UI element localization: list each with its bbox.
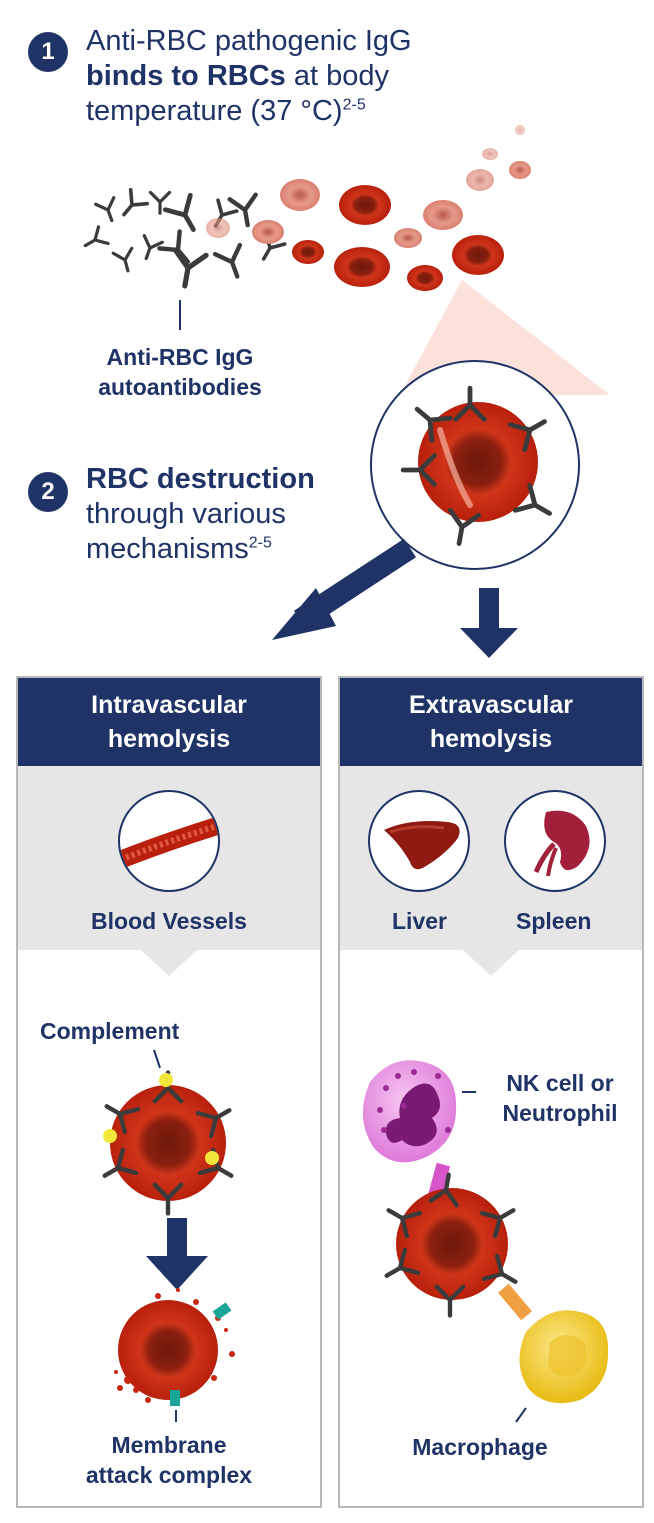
magnified-rbc-illustration xyxy=(272,280,610,658)
step-1-line3-text: temperature (37 °C) xyxy=(86,95,343,127)
down-arrow-icon xyxy=(272,538,518,658)
antibody-label-line2: autoantibodies xyxy=(98,374,262,400)
intravascular-header-line1: Intravascular xyxy=(91,691,247,719)
step-1-line3: temperature (37 °C)2-5 xyxy=(86,94,526,129)
step-1-citation: 2-5 xyxy=(342,96,366,114)
intravascular-header: Intravascular hemolysis xyxy=(18,678,320,766)
antibody-pointer-line xyxy=(179,300,181,330)
complement-label: Complement xyxy=(40,1018,180,1044)
step-1-text: Anti-RBC pathogenic IgG binds to RBCs at… xyxy=(86,24,526,129)
intravascular-panel: Intravascular hemolysis Blood Vessels Co… xyxy=(16,676,322,1508)
step-1-badge: 1 xyxy=(28,32,68,72)
macrophage-label: Macrophage xyxy=(412,1434,548,1460)
macrophage-icon xyxy=(498,1283,609,1404)
mac-label-line2: attack complex xyxy=(85,1462,253,1488)
intravascular-header-line2: hemolysis xyxy=(107,725,231,753)
extravascular-pointer xyxy=(463,950,519,976)
extravascular-header-line2: hemolysis xyxy=(429,725,553,753)
extravascular-cells-illustration xyxy=(362,1060,609,1423)
spleen-label: Spleen xyxy=(516,908,592,934)
step-2-text: RBC destruction through various mechanis… xyxy=(86,462,376,567)
step-2-line2: through various xyxy=(86,498,286,530)
step-2-line3-text: mechanisms xyxy=(86,533,249,565)
extravascular-panel: Extravascular hemolysis Liver Spleen NK … xyxy=(338,676,644,1508)
step-2-line1-bold: RBC destruction xyxy=(86,463,315,495)
liver-circle xyxy=(368,790,470,892)
step-1-line2-rest: at body xyxy=(285,60,389,92)
step-1-line2-bold: binds to RBCs xyxy=(86,60,286,92)
blood-vessels-label: Blood Vessels xyxy=(91,908,247,934)
rbc-icon xyxy=(206,125,531,291)
mac-label-line1: Membrane xyxy=(111,1432,227,1458)
intravascular-pointer xyxy=(141,950,197,976)
blood-vessel-circle xyxy=(118,790,220,892)
step-2-number: 2 xyxy=(41,478,55,505)
extravascular-header-line1: Extravascular xyxy=(408,691,573,719)
step-1-number: 1 xyxy=(41,38,55,65)
spleen-circle xyxy=(504,790,606,892)
extravascular-header: Extravascular hemolysis xyxy=(340,678,642,766)
nk-label-line1: NK cell or xyxy=(506,1070,614,1096)
spleen-icon xyxy=(533,810,590,877)
liver-icon xyxy=(384,821,460,870)
blood-vessel-icon xyxy=(120,816,218,870)
mac-label: Membrane attack complex xyxy=(18,1430,320,1490)
step-2-line3: mechanisms2-5 xyxy=(86,532,376,567)
down-arrow-icon xyxy=(146,1218,208,1290)
nk-label: NK cell or Neutrophil xyxy=(482,1068,638,1128)
antibody-label-line1: Anti-RBC IgG xyxy=(106,344,254,370)
step-2-citation: 2-5 xyxy=(248,534,272,552)
liver-label: Liver xyxy=(392,908,447,934)
antibody-cluster-illustration xyxy=(78,125,531,310)
step-2-line1: RBC destruction xyxy=(86,462,376,497)
step-2-badge: 2 xyxy=(28,472,68,512)
step-1-line2: binds to RBCs at body xyxy=(86,59,526,94)
complement-rbc-illustration xyxy=(18,1049,320,1422)
step-1-line1: Anti-RBC pathogenic IgG xyxy=(86,25,412,57)
nk-label-line2: Neutrophil xyxy=(502,1100,618,1126)
antibody-label: Anti-RBC IgG autoantibodies xyxy=(60,342,300,402)
nk-cell-icon xyxy=(362,1060,457,1200)
